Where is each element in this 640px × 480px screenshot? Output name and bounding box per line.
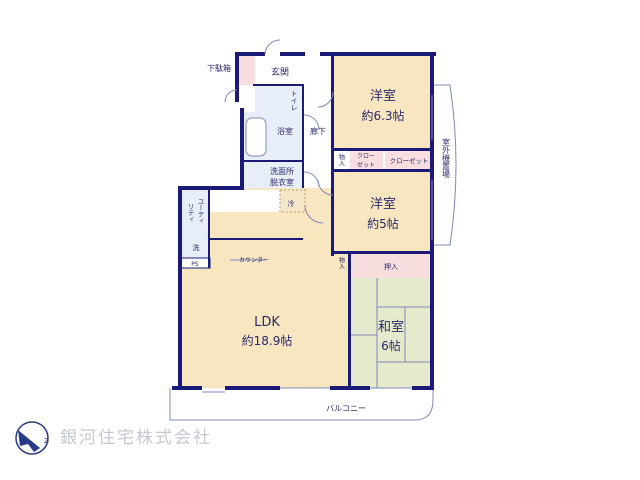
bathtub [245, 117, 267, 157]
japanese-room [350, 278, 433, 388]
japanese-room-name: 和室 [378, 319, 404, 335]
western-room-1 [333, 55, 433, 150]
svg-text:Z: Z [44, 437, 49, 445]
utility-label-2: リティ [186, 203, 194, 223]
oshiire-label: 押入 [384, 262, 398, 271]
outdoor-unit-label: 室外機置場 [442, 137, 451, 179]
balcony-label: バルコニー [326, 404, 366, 413]
storage-label-2: 物入 [338, 256, 345, 269]
outdoor-unit-outline [433, 84, 457, 246]
japanese-room-size: 6帖 [381, 338, 401, 353]
washroom-label-2: 脱衣室 [270, 177, 294, 187]
counter-label: カウンター [239, 256, 269, 264]
western-room-2-name: 洋室 [370, 196, 396, 212]
closet-small [350, 150, 383, 170]
entrance-label: 玄関 [271, 66, 289, 78]
shoe-box [237, 55, 255, 85]
ps-label: PS [191, 261, 199, 268]
closet-small-label-1: クロー [357, 153, 375, 160]
ldk-name: LDK [254, 315, 280, 330]
fridge-space [279, 189, 306, 213]
western-room-2 [333, 170, 433, 253]
western-room-2-size: 約5帖 [367, 216, 399, 231]
toilet-label: トイレ [290, 90, 298, 111]
closet-small-label-2: ゼット [357, 161, 375, 169]
closet-large [385, 150, 433, 170]
ldk-size: 約18.9帖 [242, 333, 293, 348]
hallway-label: 廊下 [310, 126, 326, 136]
utility-room [180, 188, 210, 258]
doors [224, 39, 334, 224]
windows [202, 95, 433, 393]
bath-label: 浴室 [277, 126, 293, 136]
shoe-box-label: 下駄箱 [207, 63, 231, 73]
washroom-label-1: 洗面所 [270, 166, 294, 176]
oshiire [350, 253, 433, 278]
western-room-1-size: 約6.3帖 [361, 108, 404, 123]
tatami-lines [350, 278, 433, 388]
company-name: 銀河住宅株式会社 [60, 428, 212, 448]
washroom [242, 162, 304, 188]
washer-label: 洗 [193, 243, 200, 252]
toilet-room [255, 85, 304, 112]
balcony-outline [169, 388, 434, 421]
storage-label-1: 物入 [338, 153, 345, 166]
fridge-label: 冷 [288, 199, 295, 208]
closet-large-label: クローゼット [390, 156, 429, 165]
north-compass-logo-icon: Z [15, 421, 49, 455]
utility-label-1: ユーティ [196, 198, 204, 224]
western-room-1-name: 洋室 [370, 88, 396, 104]
